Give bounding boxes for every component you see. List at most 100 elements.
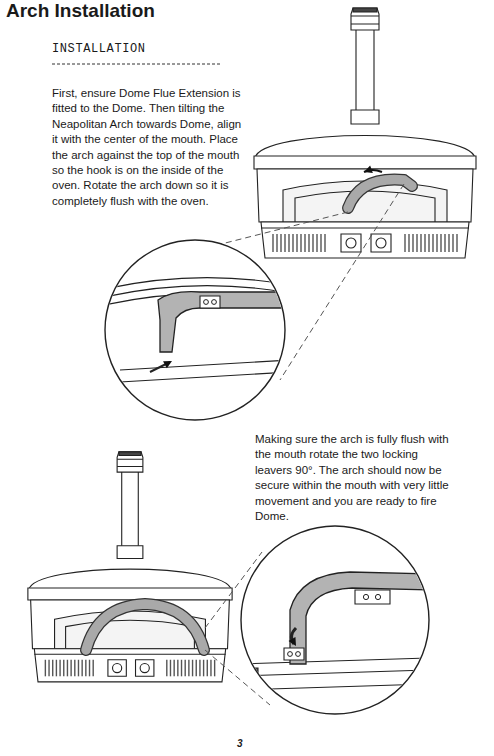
vent-slot [67,660,68,677]
control-panel [108,660,126,677]
vent-slot [170,660,171,677]
flue-collar [351,110,379,124]
arrow-head [363,166,373,176]
dome-band [254,156,476,169]
lever-pivot [288,652,293,657]
dome-top [29,569,231,590]
vent-slot [436,234,437,252]
oven-edge [100,278,290,290]
vent-slot [416,234,417,252]
vent-slot [424,234,425,252]
mouth-inner [295,191,435,222]
vent-slot [192,660,193,677]
arch-hook [158,292,290,352]
oven-base [261,222,469,258]
neapolitan-arch [348,180,412,208]
vent-slot [288,234,289,252]
vent-grille [273,234,457,252]
dashed-rule [52,64,222,65]
section-heading: INSTALLATION [52,41,252,57]
vent-slot [320,234,321,252]
vent-slot [296,234,297,252]
oven-floor [240,684,430,690]
vent-slot [166,660,167,677]
neapolitan-arch-outline [86,604,204,650]
flue-cap [117,452,143,472]
vent-slot [188,660,189,677]
detail-circle [241,526,429,714]
vent-slot [432,234,433,252]
oven-base [34,649,225,682]
vent-slot [324,234,325,252]
flue-pipe [356,28,374,118]
pizza-oven [28,452,232,682]
vent-slot [203,660,204,677]
vent-slot [304,234,305,252]
lever-pivot [363,594,368,599]
vent-slot [440,234,441,252]
flue-collar [117,546,143,559]
vent-slot [214,660,215,677]
flue-pipe [122,470,139,553]
base-line [34,654,225,655]
control-panel [136,660,154,677]
flue-cap-rings [351,16,379,24]
dome-band [28,588,232,600]
pizza-oven [254,8,476,258]
flue-cap [351,8,379,30]
vent-slot [308,234,309,252]
vent-slot [207,660,208,677]
control-panel [341,234,361,252]
vent-slot [196,660,197,677]
neapolitan-arch-outline [348,180,412,208]
control-knob [346,238,356,248]
detail-view [100,278,290,382]
leader-line [280,184,404,380]
vent-slot [52,660,53,677]
page-title-block: Arch Installation [6,0,306,22]
vent-slot [272,234,273,252]
vent-slot [70,660,71,677]
vent-slot [404,234,405,252]
vent-slot [92,660,93,677]
vent-slot [276,234,277,252]
dome-top [255,136,475,159]
vent-slot [452,234,453,252]
detail-circle [105,240,285,420]
locking-lever [355,590,390,604]
vent-slot [63,660,64,677]
flue-cap-top [353,8,377,12]
vent-detail [245,668,258,676]
vent-slot [316,234,317,252]
oven-floor [120,360,290,370]
lever-pivot [296,652,301,657]
control-panel [371,234,391,252]
vent-slot [280,234,281,252]
vent-slot [312,234,313,252]
page-number: 3 [237,738,243,750]
vent-slot [199,660,200,677]
locking-lever [200,296,220,308]
vent-slot [284,234,285,252]
lever-pivot [375,594,380,599]
vent-slot [300,234,301,252]
vent-slot [56,660,57,677]
vent-slot [45,660,46,677]
flue-cap-rings [117,459,143,466]
lever-pivot [204,300,209,305]
vent-slot [81,660,82,677]
flue-cap-top [119,452,141,456]
oven-lip [240,658,430,664]
instruction-text-block: Making sure the arch is fully flush with… [255,432,451,524]
arrow-head [289,637,300,648]
detail-view [240,572,430,690]
instruction-text: Making sure the arch is fully flush with… [255,432,451,524]
base-line [261,227,469,228]
locking-lever [284,648,304,660]
vent-slot [428,234,429,252]
neapolitan-arch [86,604,204,650]
oven-floor [120,372,290,382]
lever-pivot [212,300,217,305]
neapolitan-arch [290,572,430,664]
vent-slot [444,234,445,252]
